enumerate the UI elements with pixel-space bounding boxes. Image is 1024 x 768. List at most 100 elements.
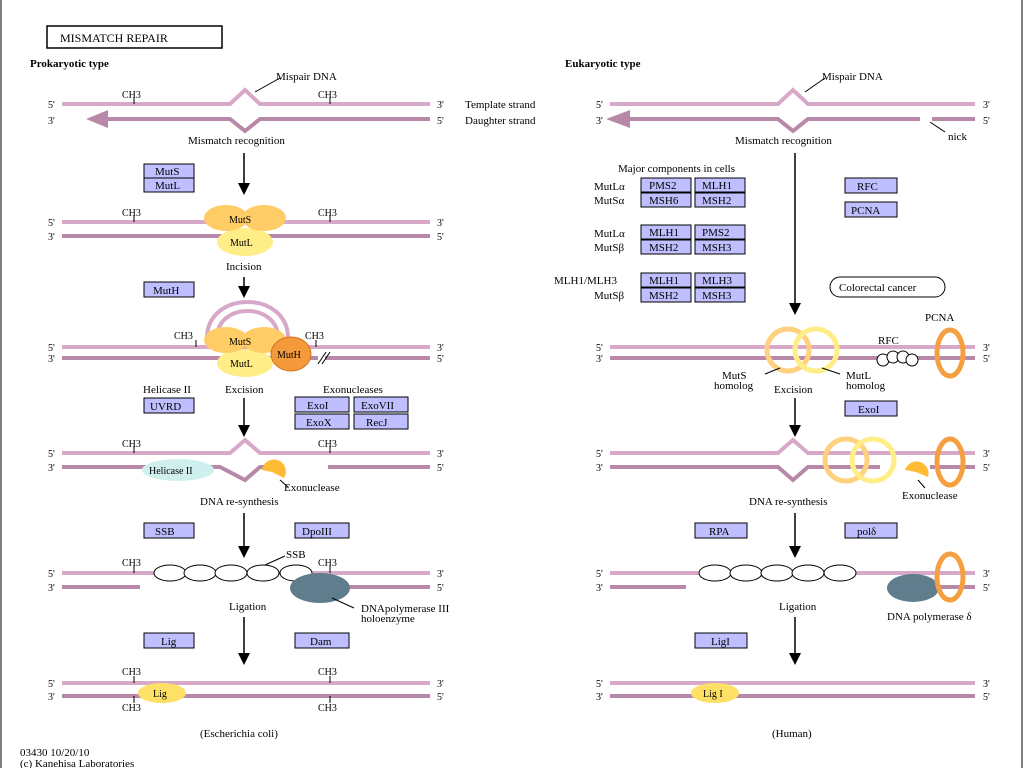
gene-uvrd[interactable]: UVRD [143, 397, 195, 414]
gene-msh2-a[interactable]: MSH2 [694, 192, 746, 208]
gene-rpa[interactable]: RPA [694, 522, 748, 539]
gene-rfc[interactable]: RFC [844, 177, 898, 194]
euk-s1-5a: 5' [596, 100, 603, 111]
gene-dam[interactable]: Dam [294, 632, 350, 649]
prok-excision-label: Excision [225, 384, 264, 396]
gene-msh3-b[interactable]: MSH3 [694, 287, 746, 303]
gene-mlh1-b[interactable]: MLH1 [640, 224, 692, 240]
prok-s2-mutl: MutL [230, 238, 253, 249]
euk-s1-5b: 5' [983, 116, 990, 127]
prok-s6-ch3d: CH3 [318, 703, 337, 714]
euk-s4-5a: 5' [596, 449, 603, 460]
euk-organism-label: (Human) [772, 728, 812, 740]
prok-s3-5b: 5' [437, 354, 444, 365]
prok-s5-ch3a: CH3 [122, 558, 141, 569]
gene-muts[interactable]: MutS [143, 163, 195, 179]
prok-organism-label: (Escherichia coli) [200, 728, 278, 740]
euk-ligation-label: Ligation [779, 601, 817, 613]
euk-s1-3b: 3' [983, 100, 990, 111]
prok-s4-3a: 3' [48, 463, 55, 474]
pcna-label: PCNA [925, 312, 954, 324]
prok-s1-3a: 3' [48, 116, 55, 127]
svg-text:RFC: RFC [857, 181, 878, 193]
svg-text:polδ: polδ [857, 526, 876, 538]
svg-text:LigI: LigI [711, 636, 730, 648]
euk-s6-3a: 3' [596, 692, 603, 703]
euk-s5-5a: 5' [596, 569, 603, 580]
prok-s3-5a: 5' [48, 343, 55, 354]
footer-copyright: (c) Kanehisa Laboratories [20, 758, 134, 768]
gene-dpoiii[interactable]: DpoIII [294, 522, 350, 539]
euk-excision-label: Excision [774, 384, 813, 396]
svg-text:MutL: MutL [155, 180, 180, 192]
prok-s4-5b: 5' [437, 463, 444, 474]
gene-msh6[interactable]: MSH6 [640, 192, 692, 208]
euk-s4-3a: 3' [596, 463, 603, 474]
gene-mlh1-c[interactable]: MLH1 [640, 272, 692, 288]
prok-s6-ch3b: CH3 [318, 667, 337, 678]
svg-text:MSH3: MSH3 [702, 242, 732, 254]
gene-muth[interactable]: MutH [143, 281, 195, 298]
prok-s2-ch3b: CH3 [318, 208, 337, 219]
pol3-holoenzyme-label: holoenzyme [361, 613, 415, 625]
gene-ssb[interactable]: SSB [143, 522, 195, 539]
gene-recj[interactable]: RecJ [353, 413, 409, 430]
svg-text:MSH3: MSH3 [702, 290, 732, 302]
gene-mutl[interactable]: MutL [143, 177, 195, 193]
helicase-ii-label: Helicase II [143, 384, 191, 396]
svg-text:MSH6: MSH6 [649, 195, 679, 207]
mutl-homolog-label: MutL [846, 370, 871, 382]
colorectal-cancer-link[interactable]: Colorectal cancer [829, 276, 946, 298]
gene-pms2-a[interactable]: PMS2 [640, 177, 692, 193]
gene-exox[interactable]: ExoX [294, 413, 350, 430]
mutl-homolog-sub: homolog [846, 380, 886, 392]
euk-recognition-label: Mismatch recognition [735, 135, 832, 147]
prok-s5-5b: 5' [437, 583, 444, 594]
svg-text:PCNA: PCNA [851, 205, 880, 217]
euk-s3-5a: 5' [596, 343, 603, 354]
daughter-strand-label: Daughter strand [465, 115, 536, 127]
svg-text:UVRD: UVRD [150, 401, 181, 413]
prok-ligation-label: Ligation [229, 601, 267, 613]
svg-text:RPA: RPA [709, 526, 729, 538]
prok-recognition-label: Mismatch recognition [188, 135, 285, 147]
exonucleases-label: Exonucleases [323, 384, 383, 396]
pol-delta-label: DNA polymerase δ [887, 611, 972, 623]
prok-step1-dna [62, 77, 430, 134]
gene-pcna[interactable]: PCNA [844, 201, 898, 218]
gene-exovii[interactable]: ExoVII [353, 396, 409, 413]
svg-text:ExoX: ExoX [306, 417, 332, 429]
muts-homolog-label: MutS [722, 370, 746, 382]
gene-pms2-b[interactable]: PMS2 [694, 224, 746, 240]
euk-s3-3b: 3' [983, 343, 990, 354]
euk-mispair-label: Mispair DNA [822, 71, 883, 83]
gene-exoi-prok[interactable]: ExoI [294, 396, 350, 413]
svg-text:RecJ: RecJ [366, 417, 388, 429]
mutl-alpha-label: MutLα [594, 181, 625, 193]
muts-homolog-sub: homolog [714, 380, 754, 392]
gene-exoi-euk[interactable]: ExoI [844, 400, 898, 417]
gene-mlh1-a[interactable]: MLH1 [694, 177, 746, 193]
gene-ligi[interactable]: LigI [694, 632, 748, 649]
euk-s4-5b: 5' [983, 463, 990, 474]
prok-s4-ch3b: CH3 [318, 439, 337, 450]
svg-text:Colorectal cancer: Colorectal cancer [839, 282, 917, 294]
gene-lig[interactable]: Lig [143, 632, 195, 649]
euk-s6-3b: 3' [983, 679, 990, 690]
gene-msh2-b[interactable]: MSH2 [640, 239, 692, 255]
prok-s4-3b: 3' [437, 449, 444, 460]
footer-id: 03430 10/20/10 [20, 747, 90, 759]
prok-s3-mutl: MutL [230, 359, 253, 370]
prok-exonuclease-label: Exonuclease [284, 482, 340, 494]
svg-text:MLH1: MLH1 [649, 275, 679, 287]
prok-s3-3b: 3' [437, 343, 444, 354]
gene-pol-delta[interactable]: polδ [844, 522, 898, 539]
gene-mlh3[interactable]: MLH3 [694, 272, 746, 288]
prok-s6-ch3a: CH3 [122, 667, 141, 678]
pol3-label: DNApolymerase III [361, 603, 450, 615]
gene-msh3-a[interactable]: MSH3 [694, 239, 746, 255]
prok-s2-3b: 3' [437, 218, 444, 229]
prok-s6-5b: 5' [437, 692, 444, 703]
gene-msh2-c[interactable]: MSH2 [640, 287, 692, 303]
